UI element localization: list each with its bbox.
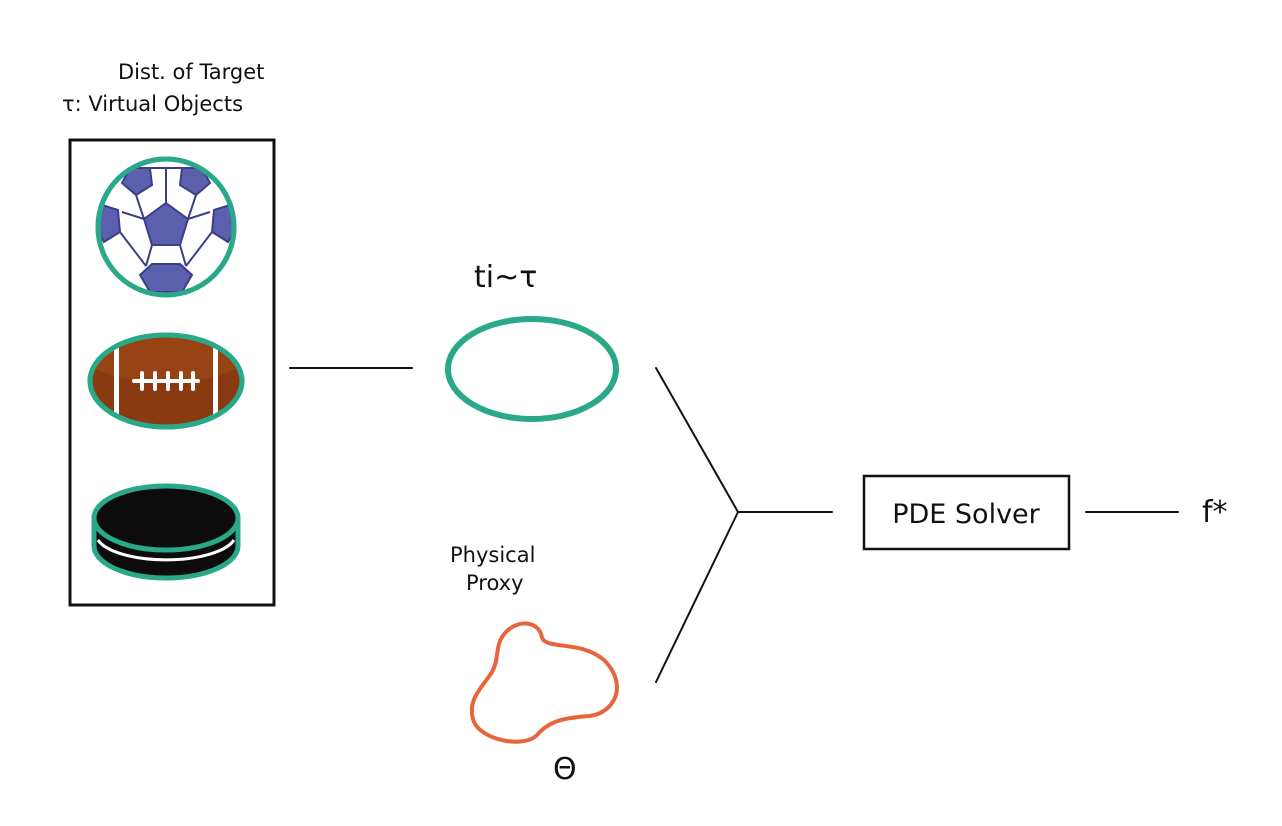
football-icon [87,332,245,430]
sample-label: ti~τ [474,260,537,295]
sample-shape-ellipse [445,316,619,422]
target-caption-line2: τ: Virtual Objects [62,92,243,116]
soccer-ball-icon [95,156,237,298]
proxy-caption-line2: Proxy [466,571,524,595]
output-label: f* [1202,495,1228,530]
pde-solver-label: PDE Solver [892,499,1040,530]
merge-line-lower [655,511,739,683]
pde-solver-box [862,474,1071,551]
physical-proxy-shape [470,621,619,744]
target-caption-line1: Dist. of Target [118,60,264,84]
merge-line-upper [655,367,739,513]
proxy-caption-line1: Physical [450,543,535,567]
hockey-puck-icon [91,483,241,581]
theta-label: Θ [553,752,577,787]
virtual-objects-box [68,138,276,607]
